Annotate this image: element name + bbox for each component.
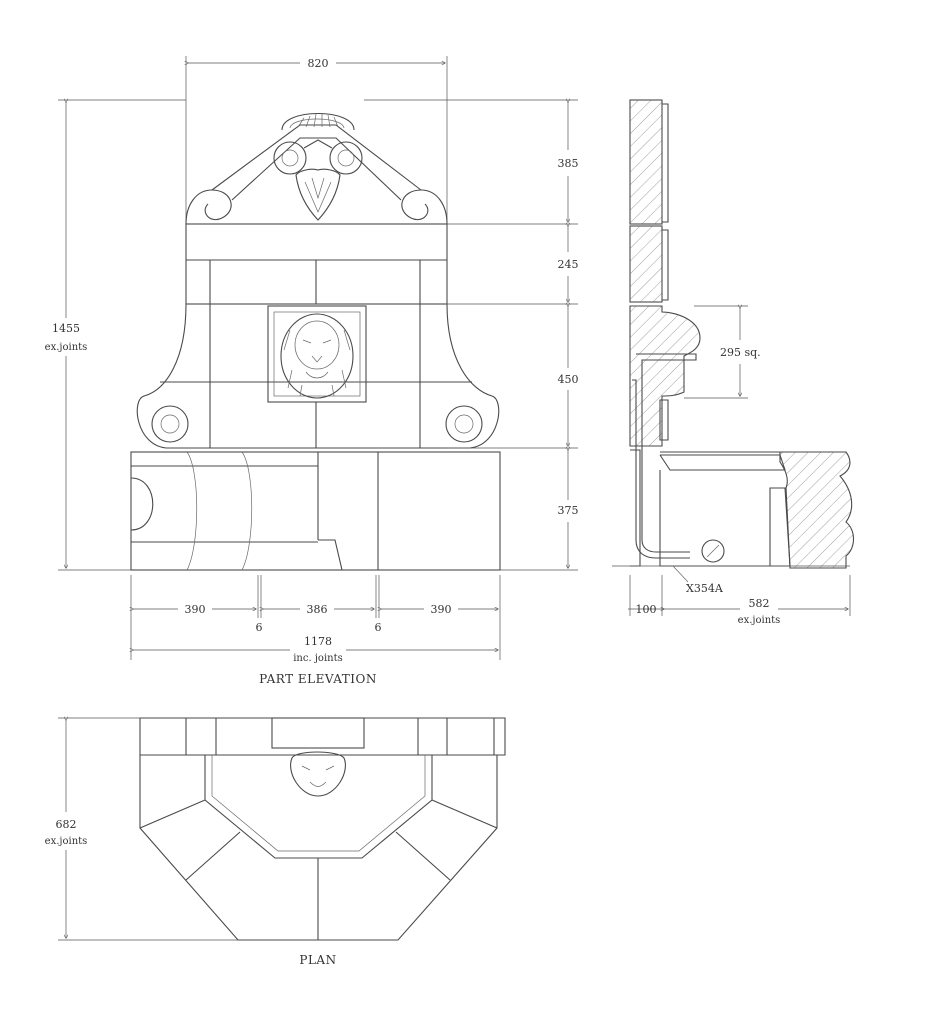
side-section: X354A 295 sq. 100 582 ex.joints (612, 99, 855, 626)
dim-100-label: 100 (636, 603, 657, 616)
section-drain-fitting (701, 539, 725, 563)
dim-582-note: ex.joints (738, 615, 781, 626)
plan-caption: PLAN (299, 953, 336, 967)
dim-582-label: 582 (749, 597, 770, 610)
height-dims: 385 245 450 375 (364, 100, 579, 571)
dim-mask: 295 sq. (684, 306, 761, 399)
section-pediment (629, 99, 663, 225)
dim-390-right-label: 390 (431, 603, 452, 616)
dim-joint-left-label: 6 (256, 621, 263, 634)
part-elevation: 820 (45, 56, 579, 686)
section-basin-rim (779, 451, 855, 569)
dim-450-label: 450 (558, 373, 579, 386)
dim-682-label: 682 (56, 818, 77, 831)
lion-panel (136, 303, 500, 449)
part-ref-label: X354A (686, 582, 724, 595)
pediment (185, 113, 448, 225)
dim-295-label: 295 sq. (720, 346, 761, 359)
dim-plan-depth: 682 ex.joints (45, 718, 238, 941)
dim-390-left-label: 390 (185, 603, 206, 616)
dim-1455-label: 1455 (52, 322, 80, 335)
basin (130, 451, 501, 571)
plan-view: 682 ex.joints PLAN (45, 718, 506, 967)
dim-375-label: 375 (558, 504, 579, 517)
elevation-caption: PART ELEVATION (259, 672, 377, 686)
section-lion-block (629, 305, 701, 447)
dim-1178-label: 1178 (304, 635, 332, 648)
dim-385-label: 385 (558, 157, 579, 170)
dim-1178-note: inc. joints (293, 653, 343, 664)
dim-top-width: 820 (186, 56, 448, 230)
dim-1455-note: ex.joints (45, 342, 88, 353)
width-dims: 390 386 390 6 6 1178 inc. joints (131, 575, 501, 664)
plan-lion-mask (290, 751, 346, 797)
section-frieze (629, 225, 663, 303)
dim-245-label: 245 (558, 258, 579, 271)
dim-386-label: 386 (307, 603, 328, 616)
dim-joint-right-label: 6 (375, 621, 382, 634)
dim-total-height: 1455 ex.joints (45, 100, 186, 571)
dim-682-note: ex.joints (45, 836, 88, 847)
section-bottom-dims: 100 582 ex.joints (628, 575, 851, 626)
frieze-band (185, 223, 448, 305)
dim-820-label: 820 (308, 57, 329, 70)
